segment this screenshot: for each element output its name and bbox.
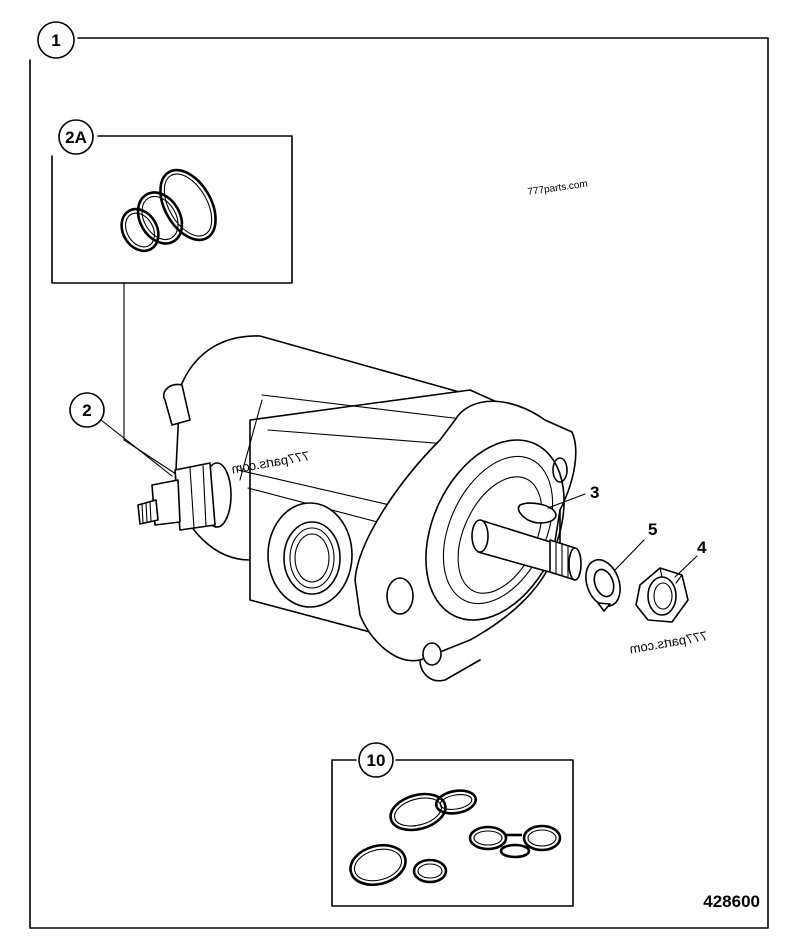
o-ring-set-2a xyxy=(120,168,217,253)
watermark-bottom: 777parts.com xyxy=(628,628,708,656)
o-ring-set-10 xyxy=(349,789,562,887)
callout-3: 3 xyxy=(547,483,599,509)
callout-3-label: 3 xyxy=(590,483,599,502)
figure-number: 428600 xyxy=(703,892,760,911)
gear-pump xyxy=(163,335,582,682)
drive-shaft xyxy=(471,502,582,581)
relief-valve xyxy=(137,462,232,531)
callout-4-label: 4 xyxy=(697,538,707,557)
main-frame xyxy=(29,37,769,929)
callout-2: 2 xyxy=(69,392,173,477)
callout-2a-label: 2A xyxy=(65,128,87,147)
seal-kit-2a-box: 2A xyxy=(51,119,293,479)
callout-1-label: 1 xyxy=(51,31,60,50)
hex-nut: 4 xyxy=(635,538,707,623)
callout-5-label: 5 xyxy=(648,520,657,539)
callout-2-label: 2 xyxy=(82,401,91,420)
callout-1: 1 xyxy=(37,21,75,59)
side-port xyxy=(267,502,353,608)
seal-kit-10-box: 10 xyxy=(331,742,574,907)
tab-washer: 5 xyxy=(585,520,657,612)
callout-10-label: 10 xyxy=(367,751,386,770)
watermark-top: 777parts.com xyxy=(527,179,589,198)
